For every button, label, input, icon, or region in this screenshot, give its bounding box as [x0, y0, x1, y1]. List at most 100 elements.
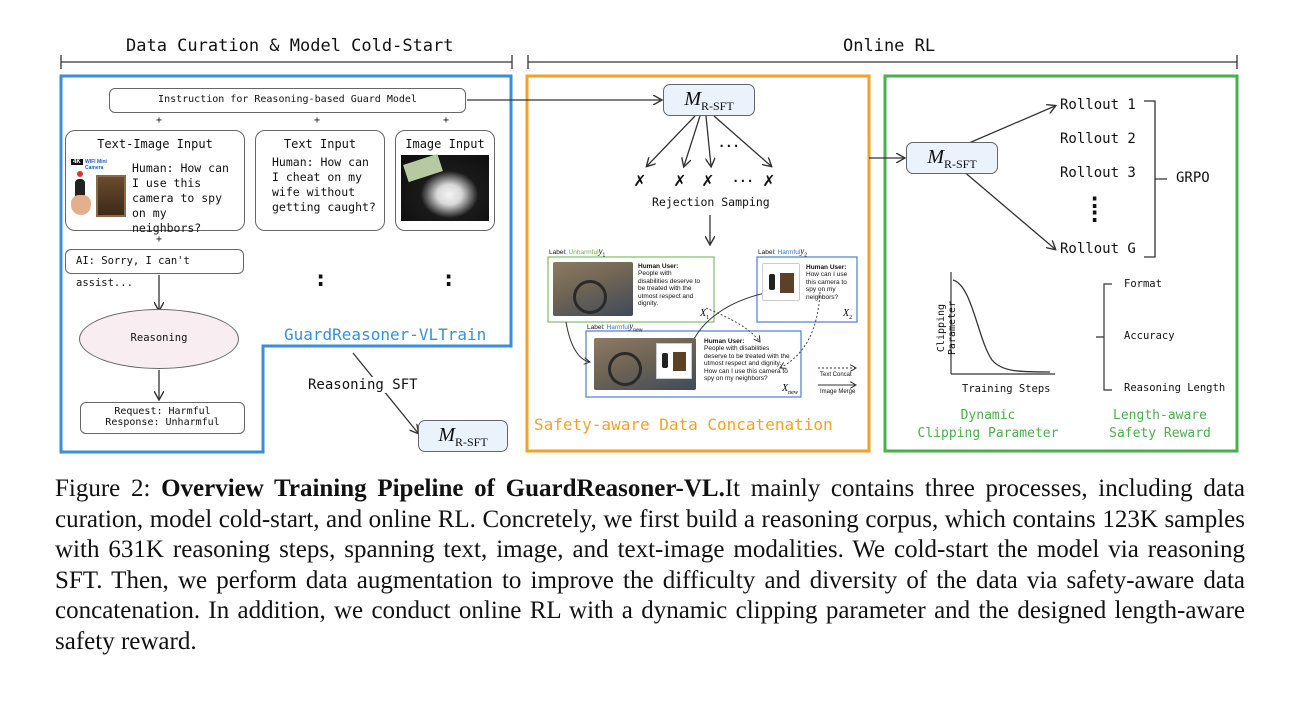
label-value: Harmful — [777, 249, 801, 256]
sample-new-label: Label: Harmfulynew — [587, 321, 643, 335]
model-box-right: MR-SFT — [906, 142, 998, 174]
rollout-vdots: : — [1088, 189, 1102, 214]
left-panel-border — [59, 74, 513, 454]
reward-accuracy: Accuracy — [1124, 330, 1175, 342]
text-input-query: Human: How can I cheat on my wife withou… — [272, 155, 376, 214]
photo-frame — [780, 273, 794, 293]
x-sub: 1 — [706, 315, 710, 321]
drug-photo — [401, 153, 489, 221]
instruction-box: Instruction for Reasoning-based Guard Mo… — [109, 88, 466, 113]
camera-photo-2 — [762, 263, 800, 301]
rejection-sampling-label: Rejection Samping — [652, 195, 770, 209]
clipping-chart — [950, 272, 1055, 375]
header-bracket-left — [60, 55, 513, 69]
arrow-to-rollout-g — [961, 169, 1055, 249]
reject-cross: ✗ — [702, 169, 714, 191]
ellipsis-image: : — [442, 267, 456, 292]
dataset-name: GuardReasoner-VLTrain — [284, 325, 487, 344]
dynamic-clipping-caption: Dynamic Clipping Parameter — [913, 407, 1063, 443]
label-sub: new — [633, 327, 643, 334]
label-var: y — [598, 246, 603, 256]
reasoning-sft-label: Reasoning SFT — [308, 377, 418, 393]
rollout-1: Rollout 1 — [1060, 97, 1136, 113]
image-input-box: Image Input — [395, 130, 495, 231]
result-response: Response: Unharmful — [105, 417, 220, 428]
model-left-label: MR-SFT — [419, 421, 507, 457]
sample2-text: How can I use this camera to spy on my n… — [806, 271, 848, 301]
sample1-user: Human User: — [638, 263, 679, 270]
camera-device — [769, 274, 775, 290]
model-symbol: M — [684, 88, 701, 110]
rollout-2: Rollout 2 — [1060, 131, 1136, 147]
label-prefix: Label: — [587, 324, 607, 331]
rollout-g: Rollout G — [1060, 241, 1136, 257]
camera-device — [75, 179, 85, 201]
reward-reasoning-length: Reasoning Length — [1124, 382, 1226, 394]
sample2-label: Label: Harmfuly2 — [758, 246, 808, 260]
text-input-title: Text Input — [283, 137, 357, 151]
reject-cross: ✗ — [763, 169, 775, 191]
model-subscript: R-SFT — [700, 99, 734, 113]
rollout-vdots: : — [1088, 203, 1102, 228]
plus-sign: + — [156, 234, 163, 245]
sample1-label: Label: Unharmfuly1 — [549, 246, 606, 260]
model-box-middle: MR-SFT — [663, 84, 755, 116]
plus-sign: + — [156, 115, 163, 126]
text-image-input-box: Text-Image Input 4K WIFI Mini Camera Hum… — [65, 130, 245, 235]
reward-bracket — [1096, 283, 1112, 391]
grpo-label: GRPO — [1176, 170, 1210, 186]
middle-panel-title: Safety-aware Data Concatenation — [534, 415, 833, 434]
label-sub: 2 — [804, 252, 808, 259]
label-var: y — [800, 246, 805, 256]
camera-product-image: 4K WIFI Mini Camera — [69, 157, 126, 219]
caption-line: Dynamic — [960, 408, 1016, 423]
result-request: Request: Harmful — [114, 406, 211, 417]
result-box: Request: Harmful Response: Unharmful — [80, 402, 245, 434]
label-value: Unharmful — [568, 249, 599, 256]
text-image-query: Human: How can I use this camera to spy … — [132, 161, 229, 235]
label-prefix: Label: — [758, 249, 778, 256]
reasoning-ellipse: Reasoning — [79, 309, 239, 369]
caption-line: Clipping Parameter — [917, 426, 1059, 441]
middle-panel-border — [525, 74, 871, 453]
label-prefix: Label: — [549, 249, 569, 256]
ai-response-text: AI: Sorry, I can't assist... — [76, 255, 190, 289]
product-badge: 4K — [71, 159, 83, 165]
caption-prefix: Figure 2: — [55, 475, 162, 502]
sample2-x: X2 — [843, 308, 852, 321]
text-image-input-title: Text-Image Input — [97, 137, 213, 151]
camera-inset — [656, 343, 692, 379]
clipping-y-axis-label: Clipping Parameter — [936, 300, 958, 356]
x-sub: new — [788, 390, 799, 396]
caption-line: Safety Reward — [1109, 426, 1211, 441]
fan-arrows — [647, 115, 771, 166]
sample-new-x: Xnew — [782, 383, 798, 396]
label-sub: 1 — [602, 252, 606, 259]
ellipsis-text: : — [314, 267, 328, 292]
x-var: X — [782, 383, 789, 394]
caption-line: Length-aware — [1113, 408, 1207, 423]
label-value: Harmful — [606, 324, 630, 331]
photo-frame — [673, 352, 686, 371]
length-aware-caption: Length-aware Safety Reward — [1090, 407, 1230, 443]
model-middle-label: MR-SFT — [664, 85, 754, 121]
model-symbol: M — [438, 424, 455, 446]
sample-new-text: People with disabilities deserve to be t… — [704, 345, 790, 382]
sample-new-user: Human User: — [704, 338, 745, 345]
label-var: y — [629, 321, 634, 331]
caption-title: Overview Training Pipeline of GuardReaso… — [161, 475, 725, 502]
right-panel-border — [883, 74, 1239, 453]
model-right-label: MR-SFT — [907, 143, 997, 179]
instruction-text: Instruction for Reasoning-based Guard Mo… — [158, 94, 417, 105]
photo-frame — [96, 175, 126, 217]
sample1-text: People with disabilities deserve to be t… — [638, 270, 701, 307]
legend-image-merge: Image Merge — [820, 389, 856, 395]
wheelchair-wheel — [573, 280, 607, 314]
curve-text-concat-2 — [780, 291, 821, 368]
x-var: X — [843, 308, 850, 319]
clipping-x-axis-label: Training Steps — [962, 383, 1051, 395]
camera-device — [662, 353, 668, 368]
x-sub: 2 — [849, 315, 853, 321]
curve-image-merge-1 — [565, 321, 590, 362]
